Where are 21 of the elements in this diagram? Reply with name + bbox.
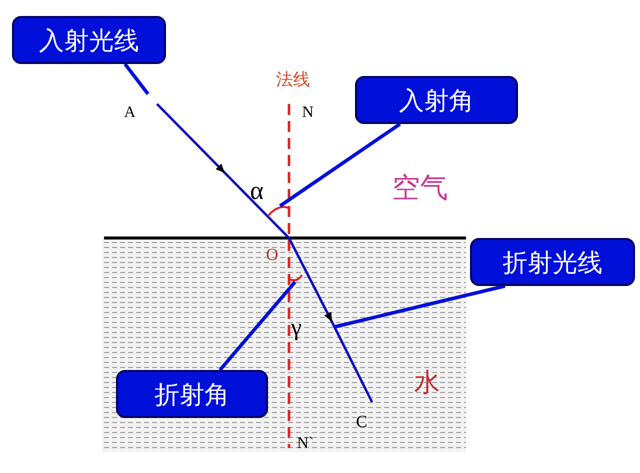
point-label: C [356, 413, 368, 430]
callout-box: 折射光线 [470, 238, 635, 286]
light-ray [156, 103, 290, 239]
normal-label: 法线 [276, 72, 310, 89]
light-ray [288, 237, 374, 403]
leader-line [218, 280, 296, 372]
point-label: N [302, 105, 314, 121]
medium-label: 水 [414, 370, 440, 396]
leader-line [124, 62, 150, 96]
callout-box: 入射角 [355, 76, 518, 124]
leader-line [279, 122, 401, 208]
leader-line [334, 284, 506, 329]
callout-box: 入射光线 [12, 16, 166, 64]
point-label: O [266, 246, 278, 263]
point-label: N` [297, 436, 314, 452]
point-label: A [124, 105, 136, 121]
angle-label: α [250, 178, 264, 204]
angle-arc [267, 206, 290, 217]
angle-label: γ [291, 316, 302, 340]
medium-label: 空气 [392, 174, 448, 202]
callout-box: 折射角 [116, 370, 268, 418]
